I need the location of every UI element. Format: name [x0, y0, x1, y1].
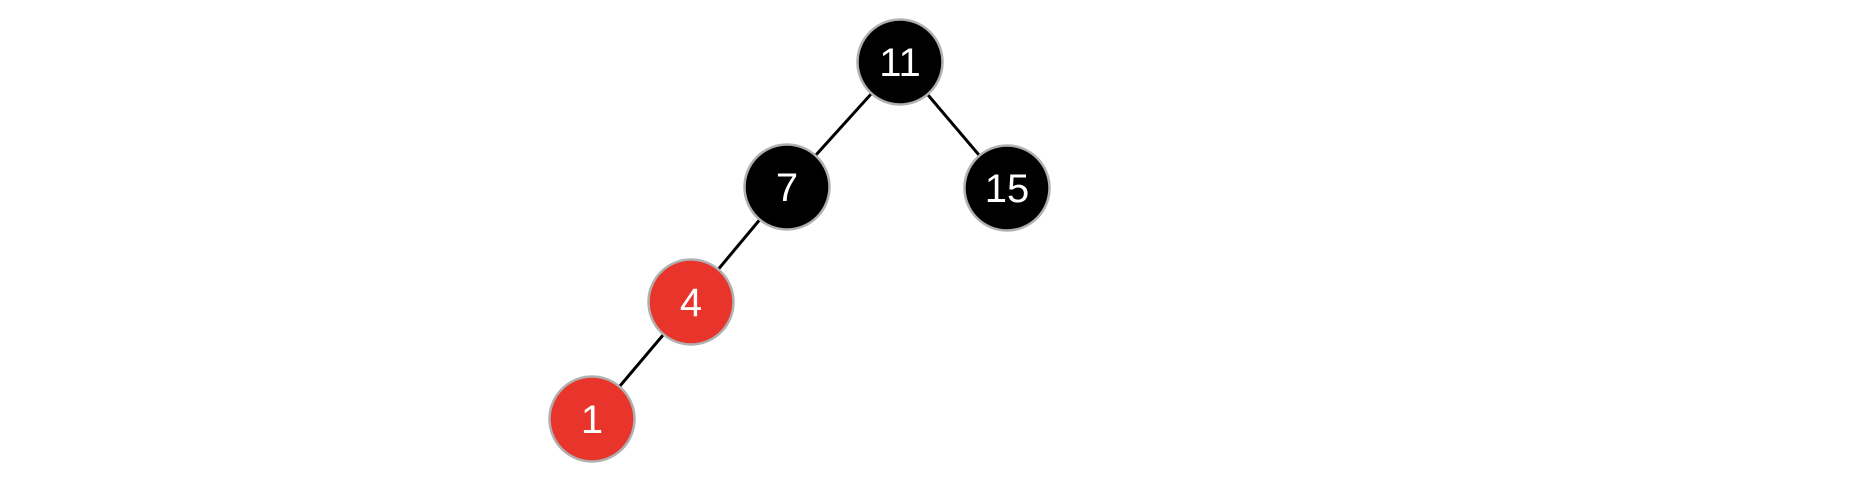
tree-node-11: 11 [856, 18, 944, 106]
tree-nodes-layer: 11 7 15 41 [548, 18, 1051, 463]
tree-edges-layer [590, 60, 1009, 420]
tree-node-circle-7 [743, 143, 831, 231]
tree-node-4: 4 [647, 258, 735, 346]
tree-node-15: 15 [963, 144, 1051, 232]
tree-node-circle-11 [856, 18, 944, 106]
tree-node-1: 1 [548, 375, 636, 463]
tree-node-circle-4 [647, 258, 735, 346]
tree-node-7: 7 [743, 143, 831, 231]
tree-node-circle-1 [548, 375, 636, 463]
tree-node-circle-15 [963, 144, 1051, 232]
